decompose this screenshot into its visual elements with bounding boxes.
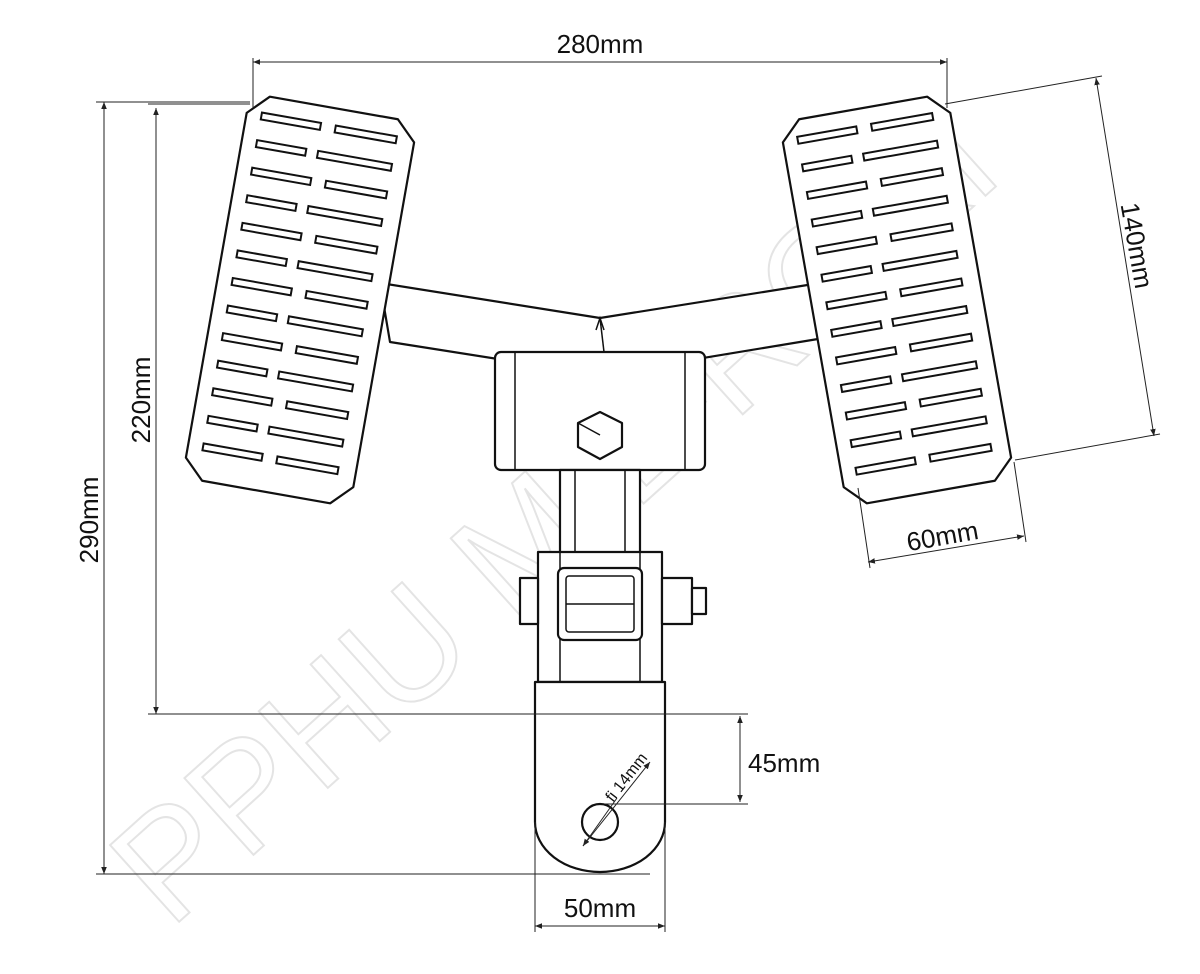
tread-slat: [805, 180, 869, 201]
tread-slat: [284, 400, 350, 421]
tread-slat: [215, 359, 269, 378]
tread-slat: [230, 276, 294, 297]
tread-slat: [889, 222, 954, 243]
tread-slat: [825, 290, 888, 311]
tread-slat: [323, 179, 389, 200]
tread-slat: [861, 139, 940, 162]
tread-slat: [879, 167, 945, 188]
left-roller: [184, 95, 416, 505]
tread-slat: [306, 204, 384, 228]
dim-label-280: 280mm: [557, 29, 644, 59]
mounting-plate: [533, 680, 667, 874]
tread-slat: [210, 387, 274, 407]
tread-slat: [830, 320, 883, 338]
tread-slat: [206, 414, 259, 433]
tread-slat: [333, 124, 399, 145]
dim-bracket-width: 50mm: [534, 822, 666, 932]
tread-slat: [294, 345, 360, 365]
tread-slat: [314, 234, 379, 255]
tread-slat: [910, 415, 988, 438]
tread-slat: [844, 401, 908, 421]
tread-slat: [259, 111, 323, 132]
dim-label-290: 290mm: [74, 477, 104, 564]
tread-slat: [800, 154, 854, 173]
tread-slat: [245, 194, 298, 213]
right-roller: [781, 95, 1013, 505]
tread-slat: [918, 387, 984, 408]
tread-slat: [315, 149, 394, 172]
tread-slat: [834, 345, 898, 366]
tread-slat: [249, 166, 313, 187]
tread-slat: [820, 264, 874, 283]
dim-label-45: 45mm: [748, 748, 820, 778]
tread-slat: [899, 277, 964, 298]
tread-slat: [881, 249, 959, 273]
dim-width-total: 280mm: [252, 29, 948, 108]
tread-slat: [854, 456, 917, 476]
tread-slat: [815, 235, 879, 256]
tread-slat: [928, 442, 993, 463]
tread-slat: [304, 289, 369, 310]
tread-slat: [839, 375, 893, 394]
tread-slat: [891, 304, 969, 328]
hinge-bracket: [518, 550, 708, 684]
tread-slat: [225, 304, 279, 323]
dim-label-50: 50mm: [564, 893, 636, 923]
dim-hole-offset: 45mm: [605, 716, 820, 805]
tread-slat: [267, 425, 345, 448]
dim-label-60: 60mm: [904, 515, 980, 557]
tread-slat: [235, 249, 289, 268]
tread-slat: [869, 111, 935, 132]
tread-slat: [220, 331, 284, 352]
dim-height-upper: 220mm: [126, 103, 748, 715]
tread-slat: [240, 221, 303, 242]
tread-slat: [908, 332, 974, 353]
tread-slat: [849, 430, 903, 449]
tread-slat: [795, 125, 859, 145]
dim-height-total: 290mm: [74, 101, 650, 875]
tread-slat: [201, 442, 264, 462]
tread-slat: [810, 209, 864, 228]
tread-slat: [900, 360, 979, 383]
tread-slat: [286, 315, 365, 338]
clamp-block: [493, 350, 707, 472]
tread-slat: [275, 455, 340, 476]
tread-slat: [871, 194, 950, 217]
dim-label-140: 140mm: [1115, 200, 1160, 291]
tread-slat: [254, 138, 308, 157]
tread-slat: [296, 260, 374, 283]
tread-slat: [276, 370, 355, 393]
dim-label-220: 220mm: [126, 357, 156, 444]
